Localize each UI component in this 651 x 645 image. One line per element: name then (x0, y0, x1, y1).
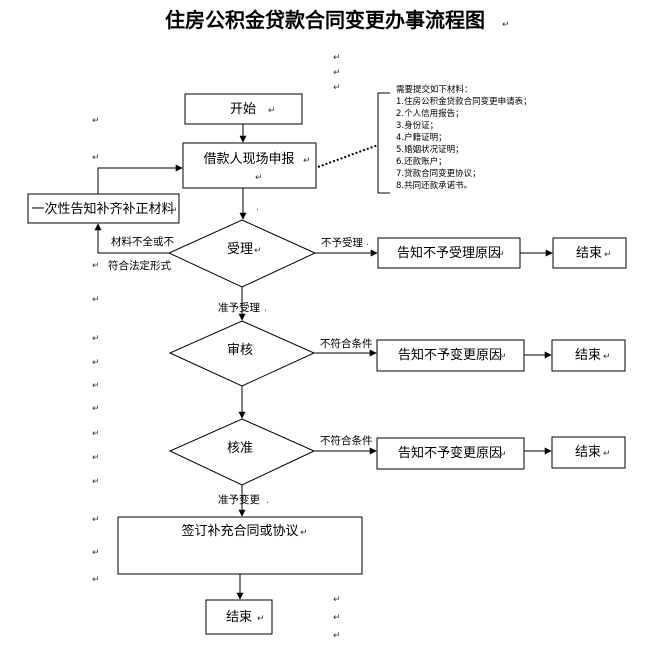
reject-change-box-1 (376, 339, 525, 372)
para-mark: ↵ (92, 548, 100, 558)
para-mark: ↵ (92, 334, 100, 344)
materials-item: 6.还款账户； (396, 156, 447, 167)
end-final-box (205, 599, 273, 635)
materials-item: 8.共同还款承诺书。 (396, 180, 472, 191)
end-final-label: 结束 (226, 610, 252, 625)
para-mark: ↵ (92, 261, 100, 271)
edge-label-legal-form: 符合法定形式 (108, 259, 171, 272)
materials-item: 4.户籍证明； (396, 132, 447, 143)
para-mark: ↵ (603, 352, 611, 362)
supplement-label: 一次性告知补齐补正材料 (31, 201, 174, 217)
start-label: 开始 (230, 102, 256, 117)
arrow-accept-supplement (94, 223, 169, 254)
para-mark: ↵ (92, 477, 100, 487)
apply-box (182, 142, 317, 189)
para-mark: ↵ (255, 173, 263, 183)
para-mark: ↵ (92, 515, 100, 525)
dot-mark: . (264, 304, 267, 314)
para-mark: ↵ (333, 613, 341, 623)
reject-change-box-2 (376, 437, 525, 470)
reject-accept-box (377, 237, 521, 269)
edge-label-incomplete: 材料不全或不 (111, 235, 174, 248)
para-mark: ↵ (333, 68, 341, 78)
sign-box (117, 516, 363, 575)
para-mark: ↵ (333, 595, 341, 605)
para-mark: ↵ (333, 53, 341, 63)
note-connector (317, 144, 379, 168)
reject-accept-label: 告知不予受理原因 (397, 245, 501, 261)
para-mark: ↵ (303, 156, 311, 166)
dot-mark: . (366, 238, 369, 248)
para-mark: ↵ (502, 20, 510, 30)
edge-label-not-accepted: 不予受理 (321, 237, 363, 249)
para-mark: ↵ (92, 575, 100, 585)
apply-label: 借款人现场申报 (203, 152, 294, 167)
para-mark: ↵ (268, 106, 276, 116)
materials-item: 3.身份证； (396, 120, 438, 131)
reject-change-label-1: 告知不予变更原因 (398, 347, 502, 363)
para-mark: ↵ (92, 429, 100, 439)
arrow-supplement-apply (97, 164, 183, 194)
para-mark: ↵ (333, 631, 341, 641)
page-title: 住房公积金贷款合同变更办事流程图 (165, 8, 485, 32)
materials-item: 1.住房公积金贷款合同变更申请表； (396, 96, 532, 107)
end2-box (551, 339, 626, 372)
para-mark: ↵ (92, 153, 100, 163)
end2-label: 结束 (575, 348, 601, 363)
reject-change-label-2: 告知不予变更原因 (398, 445, 502, 461)
para-mark: ↵ (92, 381, 100, 391)
end1-box (552, 237, 627, 269)
end3-label: 结束 (575, 445, 601, 460)
edge-label-not-qualified-2: 不符合条件 (320, 434, 373, 447)
para-mark: ↵ (604, 250, 612, 260)
materials-item: 5.婚姻状况证明； (396, 144, 464, 155)
end1-label: 结束 (576, 246, 602, 261)
materials-heading: 需要提交如下材料： (396, 84, 473, 95)
end3-box (551, 436, 626, 469)
accept-label: 受理 (227, 242, 253, 257)
para-mark: ↵ (92, 295, 100, 305)
para-mark: ↵ (170, 206, 178, 216)
dot-mark: . (256, 203, 259, 213)
para-mark: ↵ (497, 250, 505, 260)
supplement-box (27, 193, 180, 224)
para-mark: ↵ (300, 528, 308, 538)
materials-item: 7.贷款合同变更协议； (396, 168, 481, 179)
review-label: 审核 (227, 343, 253, 358)
para-mark: ↵ (499, 352, 507, 362)
para-mark: ↵ (92, 116, 100, 126)
materials-bracket (377, 92, 390, 194)
para-mark: ↵ (92, 404, 100, 414)
para-mark: ↵ (92, 453, 100, 463)
para-mark: ↵ (92, 358, 100, 368)
edge-label-not-qualified-1: 不符合条件 (320, 337, 373, 350)
sign-label: 签订补充合同或协议 (181, 523, 298, 539)
edge-label-approved-change: 准予变更 (218, 493, 260, 506)
para-mark: ↵ (603, 449, 611, 459)
dot-mark: . (266, 496, 269, 506)
para-mark: ↵ (333, 83, 341, 93)
para-mark: ↵ (254, 246, 262, 256)
para-mark: ↵ (257, 614, 265, 624)
para-mark: ↵ (499, 450, 507, 460)
approve-label: 核准 (227, 441, 253, 456)
start-box (184, 93, 303, 125)
edge-label-accepted: 准予受理 (218, 302, 260, 314)
materials-item: 2.个人信用报告； (396, 108, 464, 119)
